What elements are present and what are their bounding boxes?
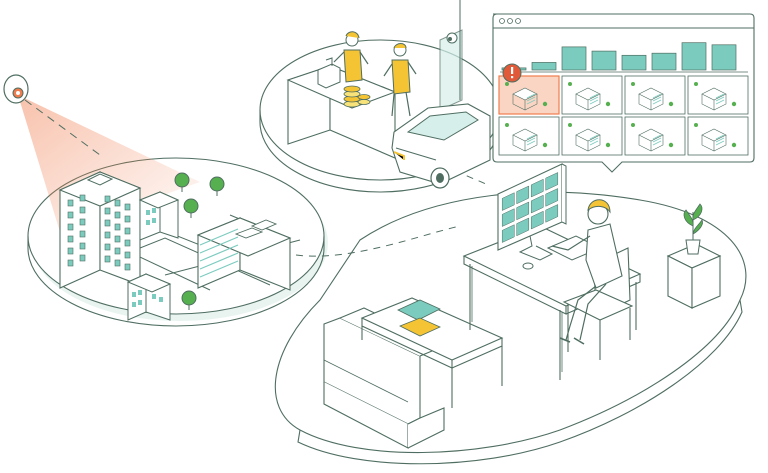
camera-feed-tile xyxy=(687,75,749,115)
dashboard-window xyxy=(492,13,755,173)
security-camera-icon xyxy=(3,74,29,104)
window xyxy=(104,195,111,203)
tree-icon xyxy=(174,172,225,310)
monitor-tile xyxy=(545,188,559,207)
dashboard-bar xyxy=(591,50,617,71)
car xyxy=(391,103,491,189)
dashboard-bar xyxy=(711,44,737,71)
window xyxy=(124,203,131,211)
window xyxy=(67,247,74,255)
window xyxy=(79,206,86,214)
dashboard-bar-chart xyxy=(501,42,737,71)
camera-feed-tile xyxy=(561,75,623,115)
monitor-tile xyxy=(545,172,559,191)
camera-feed-tile xyxy=(624,116,686,156)
camera-feed-grid xyxy=(498,75,749,156)
monitor-tile xyxy=(516,201,530,221)
plant-stand xyxy=(666,243,722,309)
window xyxy=(104,231,111,239)
window xyxy=(114,223,121,231)
window xyxy=(114,235,121,243)
camera-feed-tile xyxy=(561,116,623,156)
window xyxy=(124,227,131,235)
shop-wall xyxy=(439,0,463,111)
dashboard-bar xyxy=(621,54,647,71)
window xyxy=(104,207,111,215)
window-controls xyxy=(499,18,521,24)
dashboard-bar xyxy=(531,62,557,71)
camera-feed-tile xyxy=(624,75,686,115)
camera-feed-tile xyxy=(687,116,749,156)
exclamation-alert-icon xyxy=(502,63,522,83)
camera-feed-tile xyxy=(498,116,560,156)
camera-feed-tile xyxy=(498,75,560,115)
connection-line xyxy=(295,225,461,257)
window xyxy=(67,211,74,219)
monitor-feed-grid xyxy=(501,172,559,243)
tall-building xyxy=(58,171,142,289)
window xyxy=(104,255,111,263)
window xyxy=(114,247,121,255)
plate-stack xyxy=(343,85,371,108)
monitor-tile xyxy=(501,208,515,227)
window xyxy=(124,251,131,259)
window xyxy=(104,243,111,251)
dashboard-bar xyxy=(681,42,707,71)
window xyxy=(124,215,131,223)
security-camera-icon xyxy=(446,32,458,44)
mouse xyxy=(522,262,534,270)
dashboard-bar xyxy=(651,52,677,71)
window xyxy=(79,230,86,238)
window xyxy=(114,199,121,207)
small-building xyxy=(138,191,180,241)
window xyxy=(67,199,74,207)
window xyxy=(114,211,121,219)
small-building xyxy=(126,273,172,321)
cashier-person xyxy=(333,31,369,83)
window xyxy=(67,223,74,231)
customer-person xyxy=(383,43,417,117)
window xyxy=(124,263,131,271)
window xyxy=(114,259,121,267)
window xyxy=(67,235,74,243)
window xyxy=(67,259,74,267)
window xyxy=(104,219,111,227)
window xyxy=(124,239,131,247)
window xyxy=(79,218,86,226)
monitor-tile xyxy=(545,204,559,223)
monitor-tile xyxy=(501,224,515,243)
monitor-tile xyxy=(530,178,544,198)
monitor-tile xyxy=(516,185,530,205)
dashboard-bar xyxy=(561,46,587,71)
monitor-tile xyxy=(530,210,544,230)
shop-counter xyxy=(286,65,397,159)
window xyxy=(79,194,86,202)
computer-monitor xyxy=(497,163,567,261)
cash-register xyxy=(317,57,341,89)
window xyxy=(79,242,86,250)
operator-person xyxy=(551,199,623,345)
potted-plant xyxy=(683,203,703,255)
office-building xyxy=(196,217,292,291)
monitor-tile xyxy=(530,194,544,214)
coffee-table xyxy=(360,297,504,408)
monitor-tile xyxy=(516,217,530,237)
window xyxy=(79,254,86,262)
monitor-tile xyxy=(501,192,515,211)
